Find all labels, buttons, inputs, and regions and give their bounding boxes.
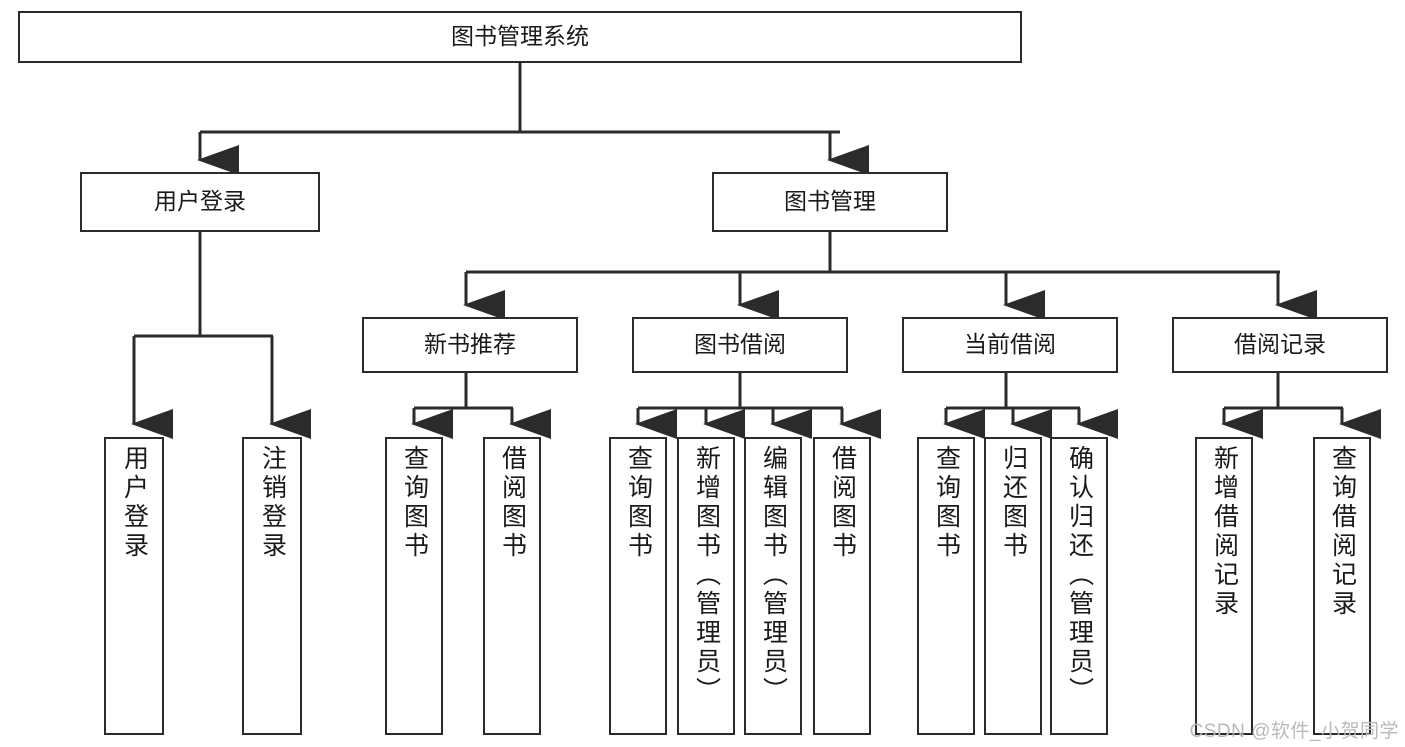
- node-label: 注销登录: [258, 445, 287, 561]
- node-user-login[interactable]: 用户登录: [80, 172, 320, 232]
- node-label: 借阅记录: [1234, 331, 1326, 358]
- node-label: 归还图书: [999, 445, 1028, 561]
- leaf-book-borrow-edit-book-admin[interactable]: 编辑图书（管理员）: [744, 437, 802, 735]
- node-label: 用户登录: [154, 188, 246, 215]
- node-borrow-record[interactable]: 借阅记录: [1172, 317, 1388, 373]
- node-root-book-management-system[interactable]: 图书管理系统: [18, 11, 1022, 63]
- node-label: 确认归还（管理员）: [1065, 445, 1094, 706]
- node-label: 图书管理: [784, 188, 876, 215]
- node-book-borrow[interactable]: 图书借阅: [632, 317, 848, 373]
- leaf-current-borrow-confirm-return-admin[interactable]: 确认归还（管理员）: [1050, 437, 1108, 735]
- leaf-user-login-logout[interactable]: 注销登录: [242, 437, 302, 735]
- leaf-book-borrow-borrow-book[interactable]: 借阅图书: [813, 437, 871, 735]
- leaf-new-book-query-book[interactable]: 查询图书: [385, 437, 443, 735]
- node-current-borrow[interactable]: 当前借阅: [902, 317, 1118, 373]
- node-label: 借阅图书: [828, 445, 857, 561]
- leaf-user-login-login[interactable]: 用户登录: [104, 437, 164, 735]
- leaf-book-borrow-query-book[interactable]: 查询图书: [609, 437, 667, 735]
- node-label: 新增图书（管理员）: [692, 445, 721, 706]
- leaf-borrow-record-query-record[interactable]: 查询借阅记录: [1313, 437, 1371, 735]
- node-label: 查询图书: [624, 445, 653, 561]
- node-label: 图书借阅: [694, 331, 786, 358]
- leaf-current-borrow-return-book[interactable]: 归还图书: [984, 437, 1042, 735]
- node-book-management[interactable]: 图书管理: [712, 172, 948, 232]
- node-label: 查询图书: [400, 445, 429, 561]
- node-label: 新增借阅记录: [1210, 445, 1239, 619]
- node-label: 借阅图书: [498, 445, 527, 561]
- node-label: 编辑图书（管理员）: [759, 445, 788, 706]
- leaf-borrow-record-add-record[interactable]: 新增借阅记录: [1195, 437, 1253, 735]
- node-label: 图书管理系统: [451, 23, 589, 50]
- node-new-book-recommend[interactable]: 新书推荐: [362, 317, 578, 373]
- node-label: 新书推荐: [424, 331, 516, 358]
- node-label: 查询图书: [932, 445, 961, 561]
- node-label: 查询借阅记录: [1328, 445, 1357, 619]
- watermark-text: CSDN @软件_小贺同学: [1189, 721, 1399, 742]
- leaf-book-borrow-add-book-admin[interactable]: 新增图书（管理员）: [677, 437, 735, 735]
- leaf-new-book-borrow-book[interactable]: 借阅图书: [483, 437, 541, 735]
- leaf-current-borrow-query-book[interactable]: 查询图书: [917, 437, 975, 735]
- node-label: 用户登录: [120, 445, 149, 561]
- node-label: 当前借阅: [964, 331, 1056, 358]
